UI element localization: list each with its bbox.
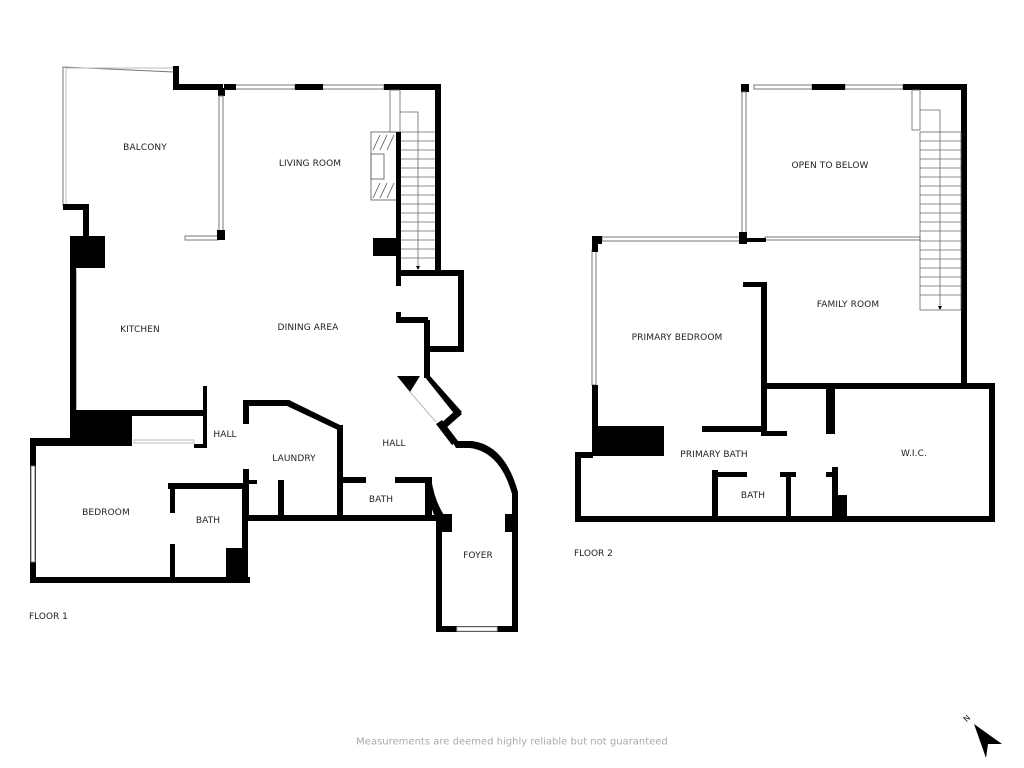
room-label-family-room: FAMILY ROOM [816,300,880,310]
room-label-foyer: FOYER [463,551,493,561]
room-label-wic: W.I.C. [901,449,927,459]
room-label-bath-2: BATH [368,495,394,505]
room-label-kitchen: KITCHEN [120,325,160,335]
room-label-primary-bedroom: PRIMARY BEDROOM [631,333,723,343]
room-label-laundry: LAUNDRY [272,454,316,464]
disclaimer-text: Measurements are deemed highly reliable … [356,736,668,748]
room-label-open-to-below: OPEN TO BELOW [791,161,869,171]
floor-2-plan [575,84,995,522]
room-label-dining-area: DINING AREA [277,323,339,333]
room-label-bedroom: BEDROOM [82,508,130,518]
room-label-bath-3: BATH [740,491,766,501]
room-label-hall-east: HALL [382,439,406,449]
floor-2-label: FLOOR 2 [574,549,613,559]
fireplace [370,131,398,201]
staircase-floor-1 [389,89,435,268]
balcony-railing [62,66,177,206]
room-label-hall-west: HALL [213,430,237,440]
floor-1-label: FLOOR 1 [29,612,68,622]
room-label-balcony: BALCONY [123,143,167,153]
staircase-floor-2 [911,89,962,311]
floor-1-plan [30,66,518,632]
room-label-primary-bath: PRIMARY BATH [680,450,748,460]
room-label-bath-1: BATH [195,516,221,526]
room-label-living-room: LIVING ROOM [278,159,342,169]
north-arrow-icon [974,724,1002,758]
